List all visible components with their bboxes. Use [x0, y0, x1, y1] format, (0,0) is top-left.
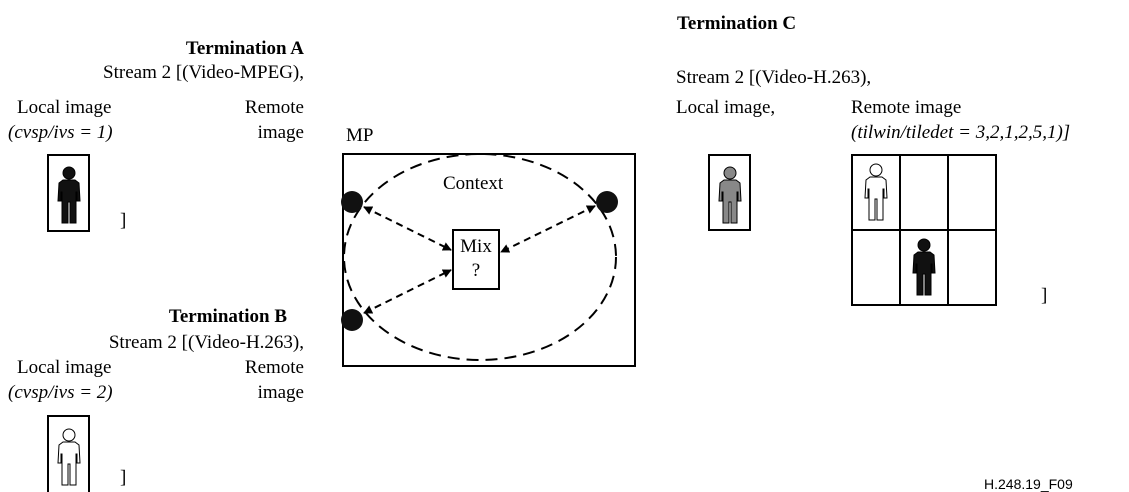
termination-c-person-icon — [718, 166, 742, 224]
termination-b-stream-line: Stream 2 [(Video-H.263), — [108, 332, 304, 353]
termination-point-b — [341, 309, 363, 331]
mix-query: ? — [471, 260, 481, 281]
arrow-c-to-mix — [500, 205, 596, 253]
termination-b-local-param: (cvsp/ivs = 2) — [8, 382, 113, 403]
termination-c-remote-param: (tilwin/tiledet = 3,2,1,2,5,1)] — [851, 122, 1071, 143]
termination-a-person-icon — [57, 166, 81, 224]
arrow-a-to-mix — [363, 206, 452, 251]
arrow-b-to-mix — [363, 269, 452, 314]
termination-b-person-icon — [57, 428, 81, 486]
termination-c-title: Termination C — [677, 13, 797, 34]
mix-label: Mix — [460, 236, 492, 257]
termination-a-local-label: Local image — [17, 97, 112, 118]
termination-point-c — [596, 191, 618, 213]
termination-b-local-label: Local image — [17, 357, 112, 378]
termination-a-local-param: (cvsp/ivs = 1) — [8, 122, 113, 143]
termination-a-local-image-box — [47, 154, 90, 232]
termination-c-remote-label: Remote image — [851, 97, 962, 118]
termination-b-remote-label-1: Remote — [244, 357, 304, 378]
termination-b-remote-label-2: image — [257, 382, 304, 403]
termination-b-local-image-box — [47, 415, 90, 492]
termination-c-local-image-box — [708, 154, 751, 231]
termination-c-stream-line: Stream 2 [(Video-H.263), — [676, 67, 872, 88]
termination-a-remote-label-2: image — [257, 122, 304, 143]
termination-a-remote-label-1: Remote — [244, 97, 304, 118]
context-ellipse — [343, 153, 617, 361]
termination-point-a — [341, 191, 363, 213]
termination-c-local-label: Local image, — [676, 97, 776, 118]
termination-a-bracket: ] — [120, 210, 127, 231]
grid-tile-white-person-icon — [864, 163, 888, 221]
mp-label: MP — [346, 125, 374, 146]
mix-box — [452, 229, 500, 290]
termination-a-title: Termination A — [185, 38, 304, 59]
termination-b-bracket: ] — [120, 467, 127, 488]
termination-a-stream-line: Stream 2 [(Video-MPEG), — [103, 62, 304, 83]
figure-id: H.248.19_F09 — [984, 476, 1073, 492]
grid-tile-dark-person-icon — [912, 238, 936, 296]
termination-c-bracket: ] — [1041, 285, 1048, 306]
context-label: Context — [443, 173, 504, 194]
termination-b-title: Termination B — [168, 306, 287, 327]
